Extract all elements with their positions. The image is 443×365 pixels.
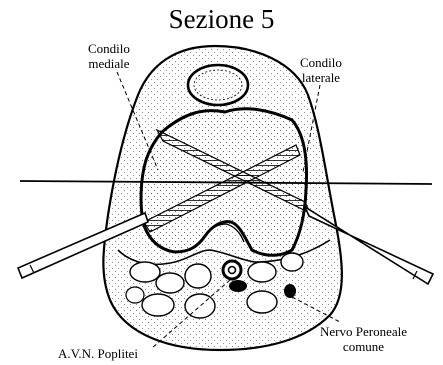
label-nervo-peroneale-line1: Nervo Peroneale bbox=[320, 324, 407, 339]
label-condilo-laterale-line1: Condilo bbox=[300, 55, 342, 70]
label-condilo-laterale: Condilo laterale bbox=[300, 55, 342, 85]
muscle-7 bbox=[247, 291, 277, 313]
peroneal-nerve bbox=[284, 284, 296, 298]
figure-title: Sezione 5 bbox=[0, 4, 443, 35]
label-condilo-mediale-line2: mediale bbox=[88, 56, 130, 71]
muscle-3 bbox=[185, 264, 211, 288]
label-condilo-mediale: Condilo mediale bbox=[88, 41, 130, 71]
label-nervo-peroneale-line2: comune bbox=[320, 339, 407, 354]
label-avn-poplitei: A.V.N. Poplitei bbox=[58, 346, 138, 361]
label-nervo-peroneale: Nervo Peroneale comune bbox=[320, 324, 407, 354]
muscle-6 bbox=[248, 262, 276, 282]
muscle-5 bbox=[185, 294, 215, 318]
muscle-1 bbox=[130, 262, 160, 282]
muscle-4 bbox=[142, 294, 174, 316]
muscle-9 bbox=[126, 287, 144, 303]
popliteal-artery-lumen bbox=[229, 267, 236, 274]
label-condilo-mediale-line1: Condilo bbox=[88, 41, 130, 56]
popliteal-vein bbox=[229, 280, 247, 292]
muscle-8 bbox=[281, 253, 303, 271]
muscle-2 bbox=[156, 273, 184, 293]
patella-inner bbox=[194, 70, 242, 100]
label-condilo-laterale-line2: laterale bbox=[300, 70, 342, 85]
